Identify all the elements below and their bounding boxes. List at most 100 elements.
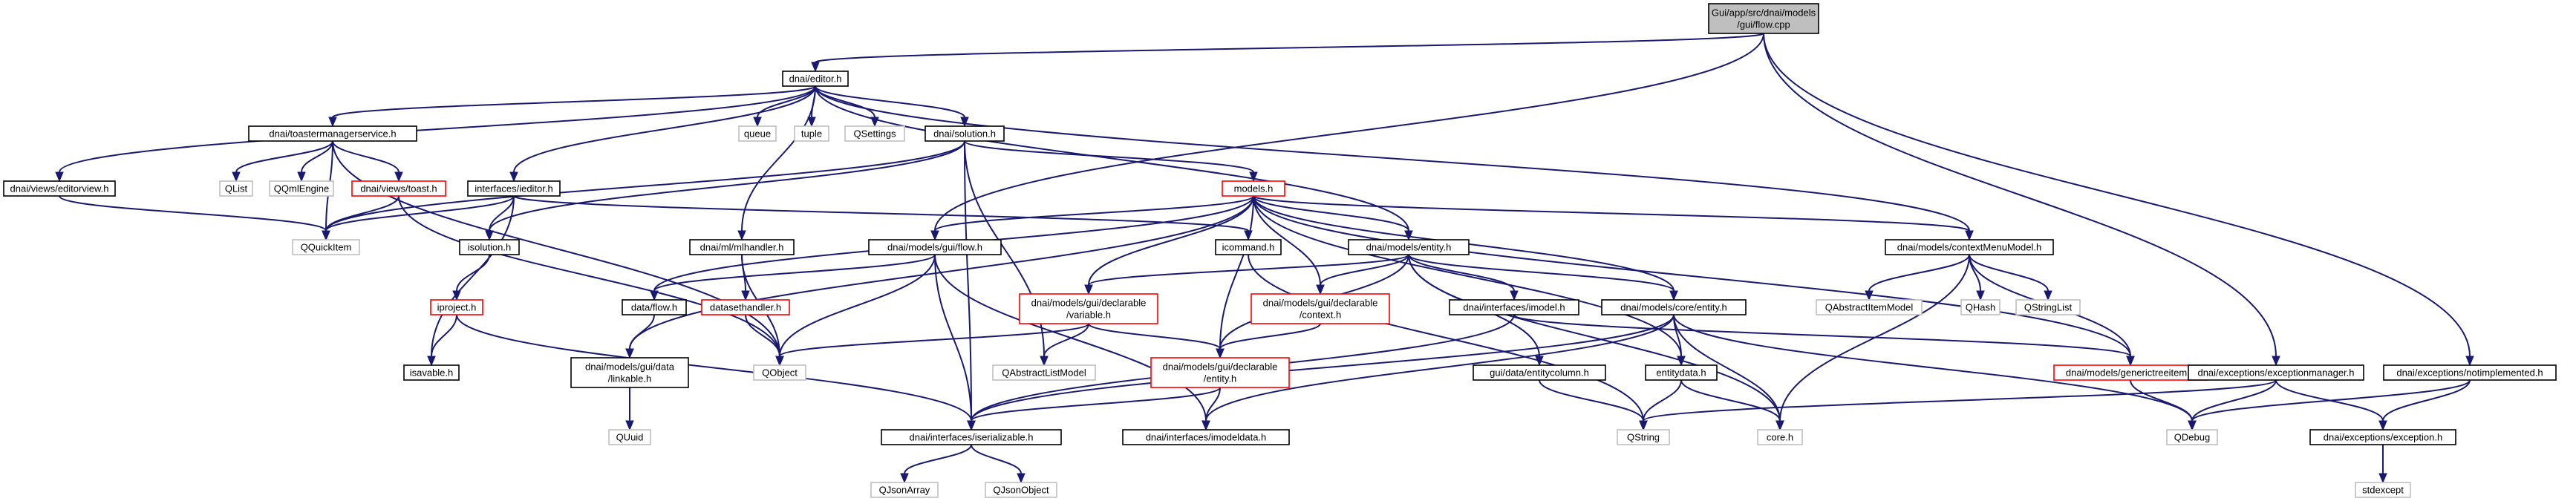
- node-variable[interactable]: dnai/models/gui/declarable/variable.h: [1019, 293, 1158, 324]
- node-label-imodel: dnai/interfaces/imodel.h: [1463, 302, 1565, 313]
- node-solution[interactable]: dnai/solution.h: [925, 125, 1005, 142]
- node-box-exmanager: [2188, 364, 2364, 381]
- node-contextmenumodel[interactable]: dnai/models/contextMenuModel.h: [1885, 239, 2054, 255]
- edge-coreentity-to-qdebug: [1673, 314, 2193, 422]
- node-declentity[interactable]: dnai/models/gui/declarable/entity.h: [1150, 357, 1290, 388]
- edge-icommand-to-qstring: [1248, 254, 1644, 422]
- node-dataflow[interactable]: data/flow.h: [622, 299, 687, 315]
- node-ieditor[interactable]: interfaces/ieditor.h: [467, 180, 561, 197]
- node-label-iserializable: dnai/interfaces/iserializable.h: [910, 432, 1034, 443]
- node-entitydata[interactable]: entitydata.h: [1645, 364, 1718, 381]
- node-notimpl[interactable]: dnai/exceptions/notimplemented.h: [2383, 364, 2557, 381]
- edge-models-to-guiflow: [934, 195, 1254, 232]
- node-label-mlhandler: dnai/ml/mlhandler.h: [700, 242, 784, 253]
- edge-toastmanagerservice-to-qlist: [235, 140, 333, 173]
- edge-editorview-to-qquickitem: [59, 195, 327, 232]
- arrowhead-root-to-notimpl: [2465, 356, 2474, 367]
- node-coreentity[interactable]: dnai/models/core/entity.h: [1601, 299, 1747, 315]
- arrowhead-editor-to-queue: [753, 117, 762, 128]
- node-qqmlengine: QQmlEngine: [269, 180, 334, 197]
- edge-variable-to-declentity: [1088, 323, 1221, 350]
- node-models[interactable]: models.h: [1222, 180, 1285, 197]
- edge-declentity-to-imodeldata: [1205, 387, 1221, 422]
- node-label-qabstractlistmodel: QAbstractListModel: [1002, 367, 1086, 379]
- arrowhead-editor-to-tuple: [807, 117, 816, 128]
- node-label-variable: dnai/models/gui/declarable: [1031, 298, 1147, 309]
- node-label-editorview: dnai/views/editorview.h: [10, 183, 109, 194]
- edge-iproject-to-iserializable: [456, 314, 972, 422]
- node-linkable[interactable]: dnai/models/gui/data/linkable.h: [570, 357, 689, 388]
- node-box-notimpl: [2383, 364, 2557, 381]
- node-box-solution: [925, 125, 1005, 142]
- node-datasethandler[interactable]: datasethandler.h: [701, 299, 790, 315]
- node-label-toast: dnai/views/toast.h: [360, 183, 437, 194]
- node-qlist: QList: [219, 180, 253, 197]
- node-label-coreentity: dnai/models/core/entity.h: [1620, 302, 1727, 313]
- node-box-entitycolumn: [1473, 364, 1606, 381]
- node-context[interactable]: dnai/models/gui/declarable/context.h: [1250, 293, 1390, 324]
- node-box-stdexcept: [2355, 482, 2411, 498]
- node-qsettings: QSettings: [844, 125, 905, 142]
- node-label-declentity: dnai/models/gui/declarable: [1163, 361, 1278, 373]
- node-qobject: QObject: [753, 364, 806, 381]
- node-icommand[interactable]: icommand.h: [1215, 239, 1282, 255]
- node-guiflow[interactable]: dnai/models/gui/flow.h: [868, 239, 1002, 255]
- node-iserializable[interactable]: dnai/interfaces/iserializable.h: [881, 429, 1062, 445]
- node-box-qdebug: [2166, 429, 2218, 445]
- node-label-entitycolumn: gui/data/entitycolumn.h: [1490, 367, 1589, 379]
- edge-genericitem-to-qdebug: [2130, 379, 2193, 422]
- node-box-context: [1250, 293, 1390, 324]
- arrowhead-linkable-to-quuid: [625, 420, 634, 431]
- arrowhead-models-to-guiflow: [930, 230, 939, 241]
- node-entity[interactable]: dnai/models/entity.h: [1348, 239, 1470, 255]
- node-label-ieditor: interfaces/ieditor.h: [475, 183, 553, 194]
- node-box-qhash: [1960, 299, 2001, 315]
- node-label-context: /context.h: [1300, 310, 1341, 321]
- edge-solution-to-qquickitem: [325, 140, 965, 232]
- edge-editor-to-editorview: [59, 85, 816, 173]
- node-label-entity: dnai/models/entity.h: [1366, 242, 1452, 253]
- edge-guiflow-to-dataflow: [653, 254, 936, 292]
- edge-models-to-contextmenumodel: [1253, 195, 1970, 232]
- arrowhead-declentity-to-iserializable: [967, 420, 976, 431]
- node-label-qhash: QHash: [1966, 302, 1995, 313]
- node-isavable[interactable]: isavable.h: [403, 364, 460, 381]
- node-box-editor: [782, 71, 849, 87]
- node-label-queue: queue: [744, 128, 771, 140]
- arrowhead-iserializable-to-qjsonarray: [900, 473, 909, 484]
- node-box-isavable: [403, 364, 460, 381]
- node-label-iproject: iproject.h: [437, 302, 477, 313]
- node-iproject[interactable]: iproject.h: [430, 299, 483, 315]
- arrowhead-notimpl-to-exception: [2378, 420, 2387, 431]
- node-mlhandler[interactable]: dnai/ml/mlhandler.h: [689, 239, 795, 255]
- node-box-editorview: [3, 180, 116, 197]
- node-isolution[interactable]: isolution.h: [459, 239, 520, 255]
- edge-iserializable-to-qjsonobject: [971, 444, 1022, 474]
- node-toastmanagerservice[interactable]: dnai/toastermanagerservice.h: [248, 125, 417, 142]
- node-box-entity: [1348, 239, 1470, 255]
- node-editorview[interactable]: dnai/views/editorview.h: [3, 180, 116, 197]
- node-box-imodeldata: [1122, 429, 1290, 445]
- edge-contextmenumodel-to-qstringlist: [1969, 254, 2049, 292]
- arrowhead-mlhandler-to-datasethandler: [741, 290, 750, 301]
- node-label-qstring: QString: [1627, 432, 1660, 443]
- node-toast[interactable]: dnai/views/toast.h: [351, 180, 446, 197]
- node-root[interactable]: Gui/app/src/dnai/models/gui/flow.cpp: [1708, 3, 1819, 34]
- node-entitycolumn[interactable]: gui/data/entitycolumn.h: [1473, 364, 1606, 381]
- edge-entitydata-to-core: [1680, 379, 1781, 422]
- edge-contextmenumodel-to-qabstractitemmodel: [1868, 254, 1970, 292]
- edge-ieditor-to-isavable: [431, 195, 515, 357]
- edge-entitycolumn-to-qstring: [1539, 379, 1644, 422]
- node-editor[interactable]: dnai/editor.h: [782, 71, 849, 87]
- node-label-variable: /variable.h: [1066, 310, 1111, 321]
- node-imodeldata[interactable]: dnai/interfaces/imodeldata.h: [1122, 429, 1290, 445]
- node-imodel[interactable]: dnai/interfaces/imodel.h: [1449, 299, 1579, 315]
- edge-coreentity-to-imodeldata: [1205, 314, 1675, 422]
- edge-iproject-to-isavable: [431, 314, 457, 357]
- node-genericitem[interactable]: dnai/models/generictreeitem.h: [2053, 364, 2208, 381]
- arrowhead-guiflow-to-dataflow: [650, 290, 659, 301]
- node-label-exception: dnai/exceptions/exception.h: [2324, 432, 2442, 443]
- node-exception[interactable]: dnai/exceptions/exception.h: [2309, 429, 2456, 445]
- node-layer: Gui/app/src/dnai/models/gui/flow.cpp dnai…: [3, 3, 2557, 498]
- node-exmanager[interactable]: dnai/exceptions/exceptionmanager.h: [2188, 364, 2364, 381]
